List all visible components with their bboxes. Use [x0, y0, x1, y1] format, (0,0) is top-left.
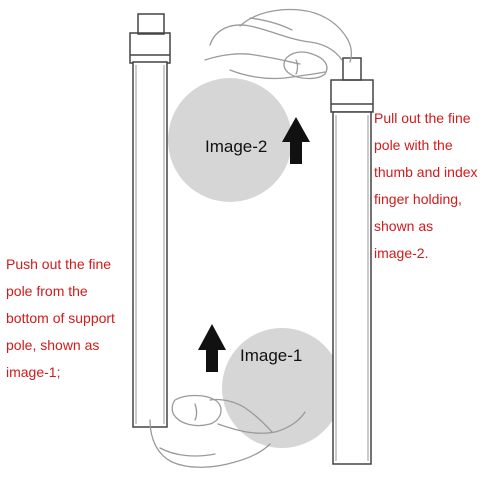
right-support-pole [330, 57, 374, 465]
top-hand-sketch [204, 8, 352, 80]
image-2-label: Image-2 [205, 137, 268, 156]
right-instruction-text: Pull out the fine pole with the thumb an… [374, 110, 478, 261]
bottom-hand-sketch [149, 394, 306, 468]
image-2-circle [168, 78, 292, 202]
image-1-label: Image-1 [240, 346, 303, 365]
up-arrow-icon-image-2 [282, 117, 310, 164]
left-instruction-text: Push out the fine pole from the bottom o… [6, 256, 115, 380]
up-arrow-icon-image-1 [198, 324, 226, 372]
image-1-circle [222, 328, 342, 448]
